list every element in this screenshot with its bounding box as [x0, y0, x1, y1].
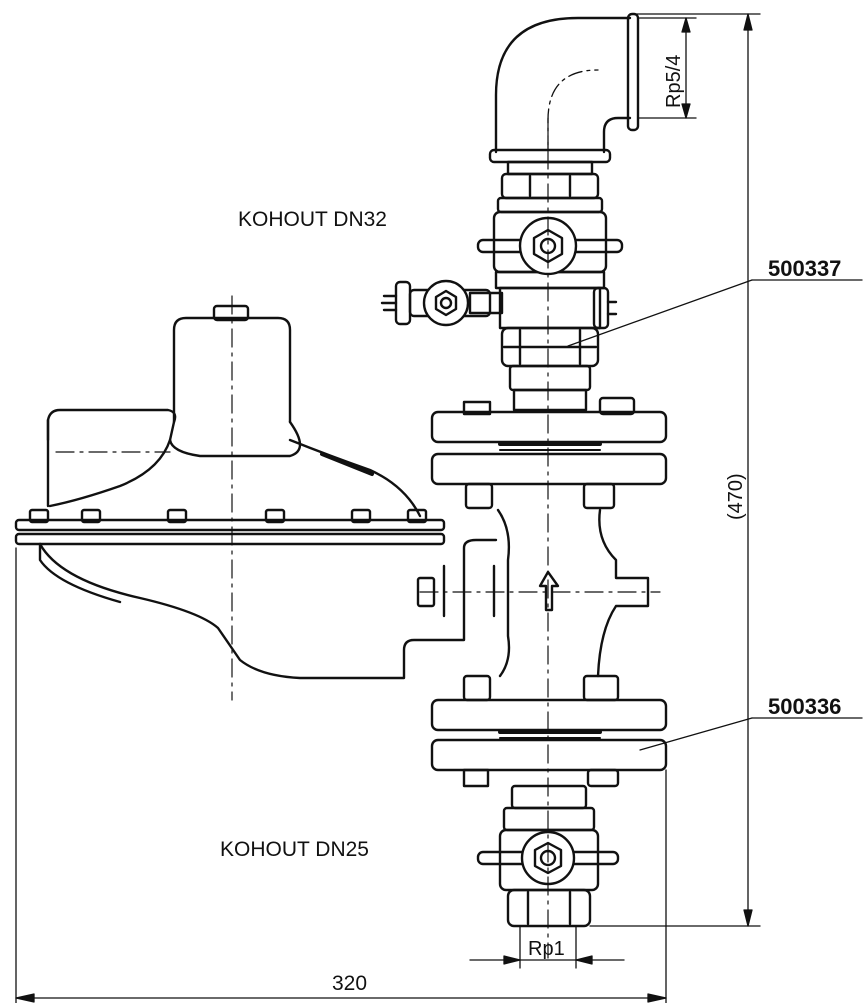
lower-flanges — [430, 674, 668, 788]
upper-fitting-stack — [476, 160, 624, 330]
upper-hex-nut — [500, 326, 600, 412]
part-number-top: 500337 — [768, 256, 841, 281]
thread-top-dimension: Rp5/4 — [663, 55, 685, 108]
dimension-lines — [15, 13, 863, 1003]
regulator-body — [496, 508, 650, 678]
centerlines — [55, 117, 661, 959]
width-dimension: 320 — [332, 972, 367, 995]
side-valve — [380, 279, 504, 327]
valve-bottom-label: KOHOUT DN25 — [220, 838, 369, 861]
valve-top-label: KOHOUT DN32 — [238, 208, 387, 231]
thread-bottom-dimension: Rp1 — [528, 938, 565, 960]
upper-flanges — [430, 396, 668, 510]
height-dimension: (470) — [725, 473, 747, 520]
pressure-regulator — [14, 304, 498, 680]
part-number-bottom: 500336 — [768, 694, 841, 719]
elbow-pipe — [488, 12, 640, 164]
